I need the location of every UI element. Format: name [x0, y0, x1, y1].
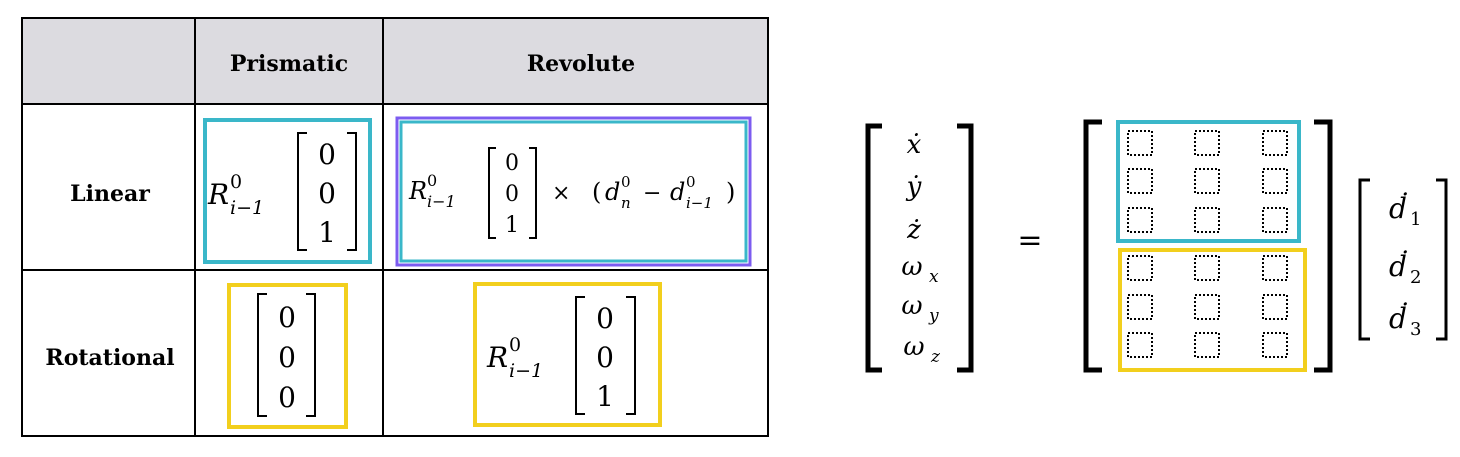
placeholder-cell: [1194, 332, 1220, 358]
placeholder-cell: [1127, 168, 1153, 194]
lhs-entry: ẏ: [906, 172, 922, 202]
vector-entry: 0: [596, 302, 614, 335]
column-header-revolute: Revolute: [527, 51, 635, 77]
placeholder-cell: [1127, 332, 1153, 358]
rhs-entry: ḋ: [1389, 191, 1407, 225]
lhs-entry: ẋ: [907, 130, 922, 160]
placeholder-cell: [1127, 255, 1153, 281]
lhs-entry: ż: [906, 215, 921, 245]
placeholder-cell: [1127, 207, 1153, 233]
rotation-matrix-subscript: i−1: [230, 197, 264, 219]
vector-entry: 0: [278, 341, 296, 374]
column-header-prismatic: Prismatic: [230, 51, 348, 77]
vector-entry: 0: [596, 341, 614, 374]
joint-table: Prismatic Revolute Linear Rotational R 0…: [21, 17, 769, 437]
yellow-highlight-box: [473, 282, 662, 427]
placeholder-cell: [1127, 130, 1153, 156]
rhs-entry-subscript: 1: [1410, 209, 1421, 230]
placeholder-cell: [1262, 255, 1288, 281]
minus-symbol: −: [643, 181, 661, 206]
table-border: [21, 17, 769, 437]
vector-entry: 0: [318, 177, 336, 210]
jacobian-matrix: [1083, 119, 1333, 373]
placeholder-cell: [1262, 332, 1288, 358]
rotation-matrix-symbol: R: [207, 178, 229, 211]
cross-product-symbol: ×: [552, 181, 570, 206]
vector-entry: 1: [318, 216, 336, 249]
jacobian-brackets: [1083, 119, 1333, 373]
close-parenthesis: ): [726, 178, 735, 206]
column-vector-brackets: [257, 293, 316, 417]
displacement-subscript: n: [621, 194, 631, 212]
rhs-entry-subscript: 2: [1410, 267, 1421, 288]
table-header-background: [22, 18, 768, 104]
rotation-matrix-superscript: 0: [230, 171, 242, 193]
cyan-highlight-box: [399, 120, 748, 263]
lhs-brackets: [865, 123, 974, 373]
velocity-equation: ẋ ẏ ż ω x ω y ω z = ḋ: [865, 119, 1448, 373]
displacement-subscript: i−1: [686, 194, 713, 212]
cell-rotational-revolute: R 0 i−1 0 0 1: [473, 282, 662, 427]
cyan-linear-block-box: [1116, 120, 1301, 243]
cell-linear-revolute: R 0 i−1 0 0 1 × ( d 0 n − d 0 i−1 ): [395, 116, 752, 267]
equals-sign: =: [1017, 223, 1042, 258]
rhs-vector: ḋ 1 ḋ 2 ḋ 3: [1358, 178, 1448, 341]
placeholder-cell: [1262, 130, 1288, 156]
rhs-entry: ḋ: [1389, 249, 1407, 283]
column-vector-brackets: [488, 147, 537, 239]
placeholder-cell: [1262, 294, 1288, 320]
displacement-symbol: d: [605, 178, 620, 206]
column-vector-brackets: [297, 132, 357, 251]
rotation-matrix-superscript: 0: [427, 171, 437, 190]
placeholder-cell: [1262, 168, 1288, 194]
lhs-entry: ω: [903, 332, 924, 362]
row-label-linear: Linear: [70, 181, 150, 207]
rhs-brackets: [1358, 178, 1448, 341]
placeholder-cell: [1194, 130, 1220, 156]
displacement-superscript: 0: [686, 173, 696, 191]
cyan-highlight-box: [203, 118, 372, 264]
vector-entry: 0: [278, 301, 296, 334]
lhs-entry-subscript: z: [930, 347, 941, 367]
placeholder-cell: [1194, 294, 1220, 320]
yellow-highlight-box: [227, 283, 348, 429]
rotation-matrix-symbol: R: [408, 177, 427, 205]
vector-entry: 0: [278, 381, 296, 414]
rotation-matrix-symbol: R: [486, 341, 508, 374]
placeholder-cell: [1127, 294, 1153, 320]
rotation-matrix-subscript: i−1: [509, 360, 543, 382]
cell-linear-prismatic: R 0 i−1 0 0 1: [203, 118, 372, 264]
rhs-entry: ḋ: [1389, 301, 1407, 335]
yellow-rotational-block-box: [1118, 248, 1307, 372]
vector-entry: 1: [505, 213, 519, 238]
vector-entry: 0: [505, 151, 519, 176]
vector-entry: 0: [505, 182, 519, 207]
lhs-entry-subscript: x: [929, 267, 939, 287]
purple-highlight-box: [395, 116, 752, 267]
lhs-entry-subscript: y: [928, 306, 939, 326]
displacement-superscript: 0: [621, 173, 631, 191]
lhs-entry: ω: [901, 291, 922, 321]
placeholder-cell: [1194, 255, 1220, 281]
rhs-entry-subscript: 3: [1410, 319, 1421, 340]
open-parenthesis: (: [592, 178, 601, 206]
lhs-vector: ẋ ẏ ż ω x ω y ω z: [865, 123, 974, 373]
lhs-entry: ω: [901, 252, 922, 282]
row-label-rotational: Rotational: [45, 345, 174, 371]
placeholder-cell: [1262, 207, 1288, 233]
placeholder-cell: [1194, 168, 1220, 194]
vector-entry: 0: [318, 138, 336, 171]
rotation-matrix-subscript: i−1: [427, 192, 456, 211]
cell-rotational-prismatic: 0 0 0: [227, 283, 348, 429]
rotation-matrix-superscript: 0: [509, 334, 521, 356]
column-vector-brackets: [575, 296, 636, 415]
displacement-symbol: d: [670, 178, 685, 206]
jacobian-placeholder-cells: [1127, 130, 1288, 358]
placeholder-cell: [1194, 207, 1220, 233]
vector-entry: 1: [596, 380, 614, 413]
